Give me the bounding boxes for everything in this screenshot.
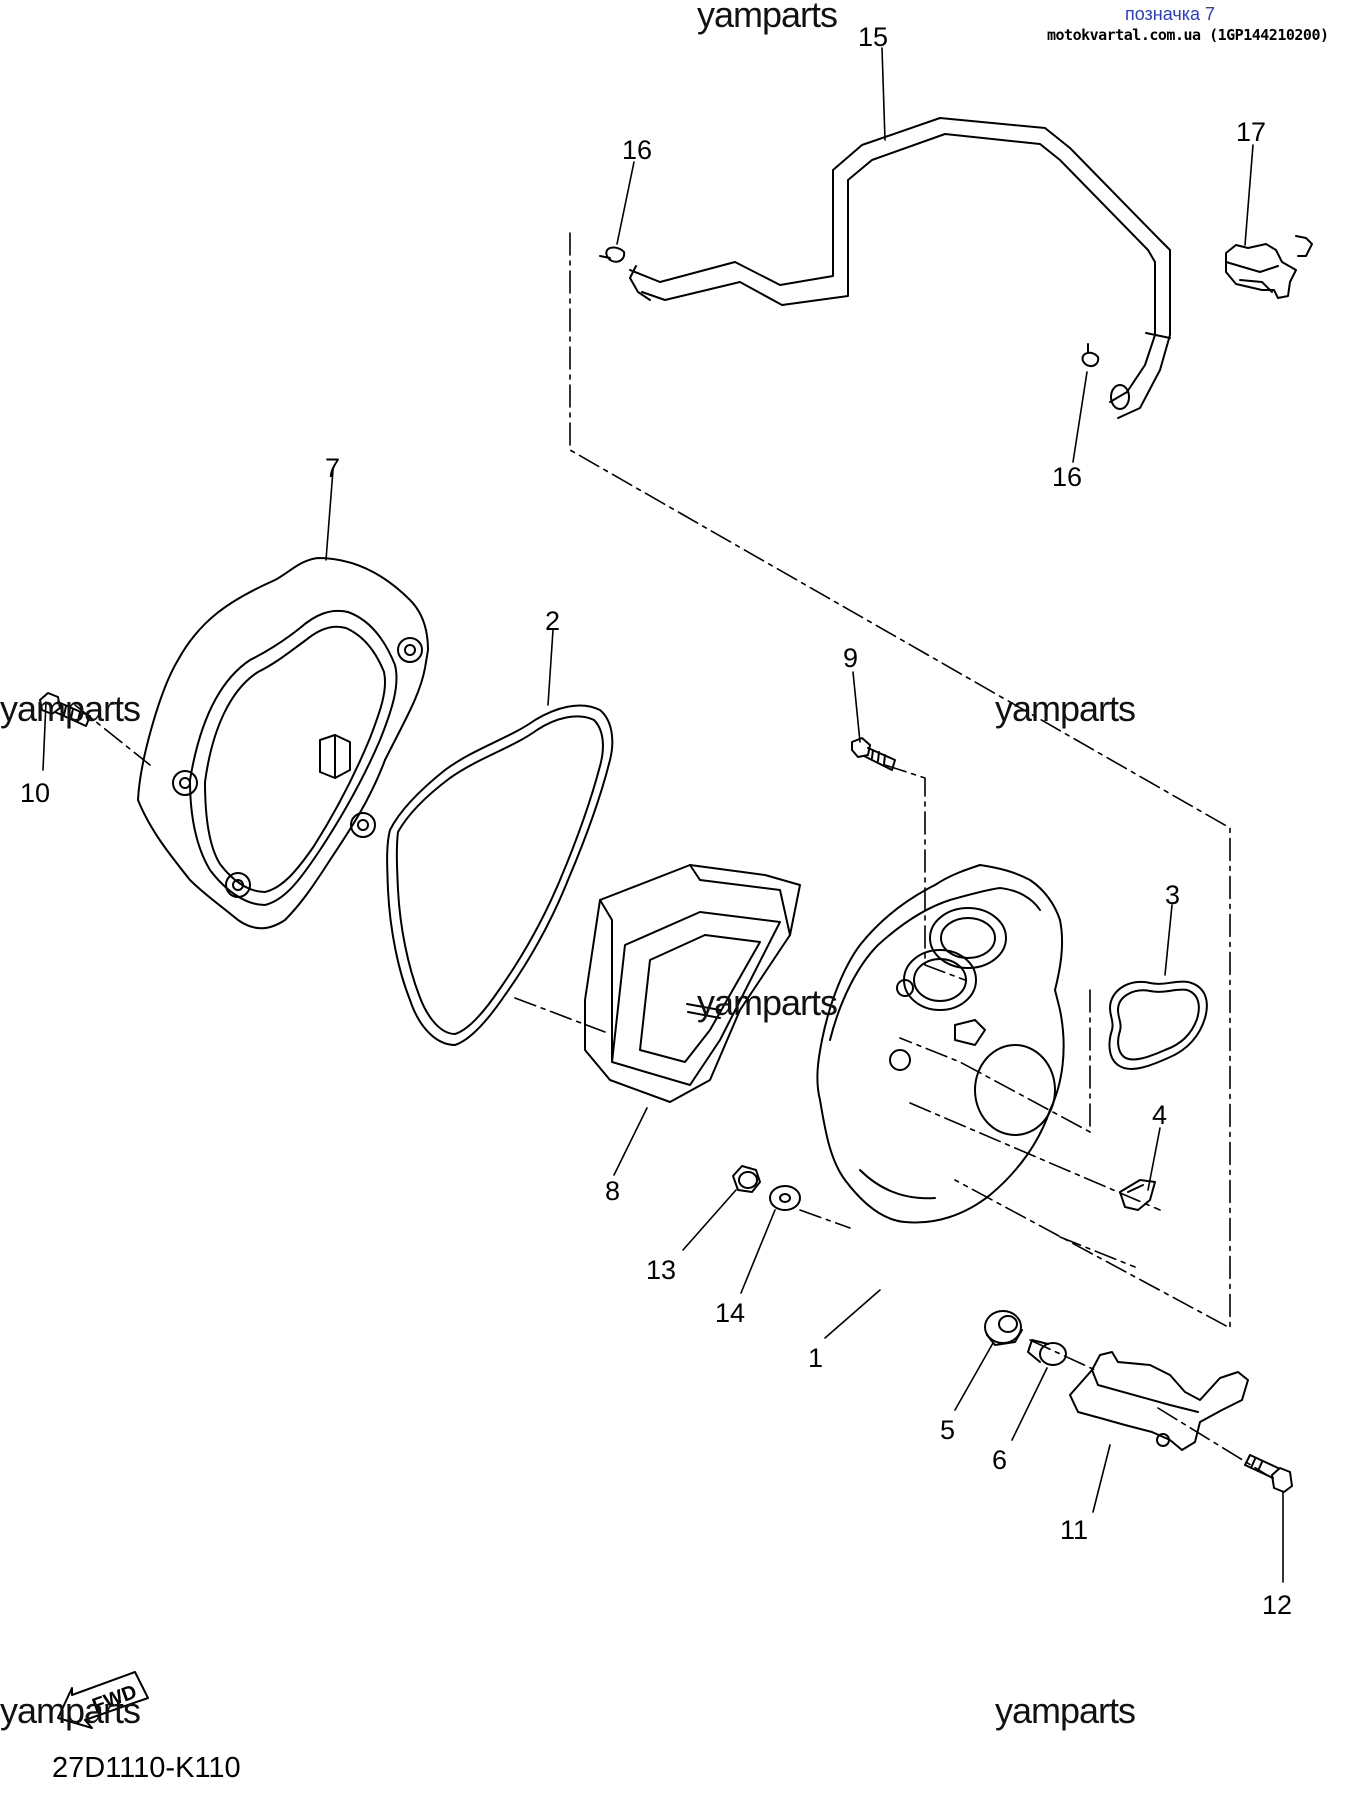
part-number-1: 1 [808, 1343, 824, 1373]
part-number-14: 14 [715, 1298, 746, 1328]
gasket-part-2 [386, 704, 614, 1046]
watermark-bottom-right: yamparts [995, 1690, 1136, 1731]
leader-lines [42, 47, 1284, 1583]
bracket-part-11 [1069, 1351, 1249, 1451]
part-number-13: 13 [646, 1255, 677, 1285]
source-caption: motokvartal.com.ua (1GP144210200) [1047, 26, 1329, 44]
watermark-center: yamparts [697, 982, 838, 1023]
part-number-11: 11 [1060, 1515, 1089, 1545]
screw-part-9 [851, 737, 896, 771]
hose-part-15 [629, 117, 1171, 419]
part-number-9: 9 [843, 643, 859, 673]
grommet-part-5 [984, 1310, 1023, 1346]
part-number-12: 12 [1262, 1590, 1293, 1620]
holder-part-17 [1225, 235, 1313, 299]
diagram-code: 27D1110-K110 [52, 1752, 241, 1784]
part-number-4: 4 [1152, 1100, 1168, 1130]
fwd-arrow-icon [57, 1671, 149, 1729]
filter-element-part-8 [584, 864, 801, 1103]
part-number-10: 10 [20, 778, 51, 808]
watermark-bottom-left: yamparts [0, 1690, 141, 1731]
screw-part-10 [39, 692, 91, 727]
cover-part-7 [137, 557, 429, 930]
nut-part-13 [732, 1165, 761, 1193]
part-number-2: 2 [545, 606, 561, 636]
o-ring-part-3 [1108, 980, 1208, 1070]
part-number-17: 17 [1236, 117, 1267, 147]
part-number-16-top: 16 [622, 135, 653, 165]
watermark-left-middle: yamparts [0, 688, 141, 729]
assembly-lines [74, 232, 1273, 1479]
part-number-16-bottom: 16 [1052, 462, 1083, 492]
part-number-8: 8 [605, 1176, 621, 1206]
part-number-5: 5 [940, 1415, 956, 1445]
diagram-reference-label: позначка 7 [1125, 4, 1216, 24]
part-number-3: 3 [1165, 880, 1181, 910]
washer-part-14 [769, 1185, 801, 1211]
hose-clip-16a [599, 246, 626, 263]
clip-part-4 [1119, 1179, 1156, 1211]
watermark-right-middle: yamparts [995, 688, 1136, 729]
part-number-6: 6 [992, 1445, 1008, 1475]
bolt-part-12 [1244, 1454, 1293, 1493]
part-number-15: 15 [858, 22, 889, 52]
collar-part-6 [1027, 1339, 1067, 1366]
air-filter-case-part-1 [816, 864, 1065, 1224]
watermark-top: yamparts [697, 0, 838, 35]
hose-clip-16b [1081, 343, 1100, 368]
part-number-7: 7 [325, 453, 341, 483]
